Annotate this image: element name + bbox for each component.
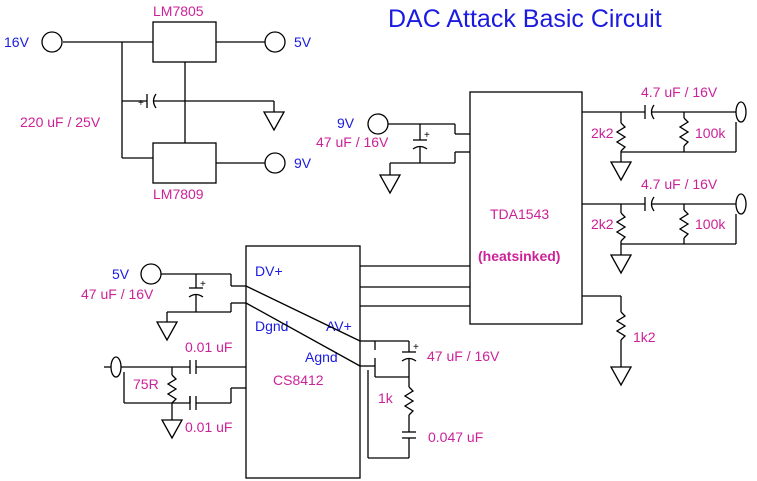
lm7809-label: LM7809	[153, 186, 204, 202]
ground-symbol	[262, 111, 286, 132]
svg-text:+: +	[413, 342, 419, 353]
out-load-2-label: 100k	[695, 216, 726, 232]
svg-text:+: +	[200, 279, 206, 290]
pin-dgnd-label: Dgnd	[255, 318, 288, 334]
svg-text:+: +	[138, 98, 144, 109]
ground-symbol	[378, 174, 402, 195]
amp-9v-terminal	[367, 113, 389, 135]
lm7805-label: LM7805	[153, 3, 204, 19]
tda1543-chip	[469, 91, 583, 325]
ground-symbol	[609, 366, 633, 387]
pin-av-label: AV+	[326, 318, 352, 334]
out-cap-2-label: 4.7 uF / 16V	[641, 176, 718, 192]
filter-cap2-label: 0.047 uF	[428, 429, 483, 445]
amp-bias-label: 1k2	[633, 329, 656, 345]
input-16v-label: 16V	[4, 34, 30, 50]
output-9v-terminal	[264, 152, 286, 174]
cs-5v-label: 5V	[112, 266, 130, 282]
ground-symbol	[609, 254, 633, 275]
lm7805-regulator	[152, 21, 217, 63]
filter-cap-label: 47 uF / 16V	[427, 348, 500, 364]
heatsink-note: (heatsinked)	[478, 248, 560, 264]
input-16v-terminal	[41, 31, 63, 53]
cs8412-label: CS8412	[273, 372, 324, 388]
filter-res-label: 1k	[378, 390, 394, 406]
lm7809-regulator	[152, 142, 217, 184]
diagram-title: DAC Attack Basic Circuit	[388, 5, 662, 33]
output-5v-label: 5V	[294, 34, 312, 50]
pin-agnd-label: Agnd	[305, 349, 338, 365]
output-5v-terminal	[264, 31, 286, 53]
pin-dv-label: DV+	[255, 263, 283, 279]
ground-symbol	[609, 161, 633, 182]
in-cap-1-label: 0.01 uF	[185, 339, 232, 355]
output-9v-label: 9V	[294, 155, 312, 171]
reg-cap-label: 220 uF / 25V	[20, 114, 101, 130]
amp-section: TDA1543 (heatsinked) 9V + 47 uF / 16V	[316, 84, 747, 387]
cs8412-section: CS8412 DV+ Dgnd AV+ Agnd 5V + 47 uF / 16…	[81, 245, 500, 479]
out-shunt-2-label: 2k2	[591, 216, 614, 232]
cs-5v-terminal	[140, 263, 162, 285]
output-jack-2	[735, 193, 747, 215]
ground-symbol	[160, 419, 184, 440]
tda1543-label: TDA1543	[490, 206, 549, 222]
out-load-1-label: 100k	[695, 125, 726, 141]
amp-9v-label: 9V	[337, 115, 355, 131]
out-cap-1-label: 4.7 uF / 16V	[641, 84, 718, 100]
in-cap-2-label: 0.01 uF	[185, 419, 232, 435]
cs8412-chip	[245, 245, 361, 479]
power-supply: + LM7805 LM7809 16V 5V 9V 220 uF / 25V	[4, 3, 312, 202]
output-jack-1	[735, 101, 747, 123]
svg-text:+: +	[424, 130, 430, 141]
in-term-label: 75R	[133, 376, 159, 392]
cs-cap-label: 47 uF / 16V	[81, 286, 154, 302]
ground-symbol	[155, 321, 179, 342]
out-shunt-1-label: 2k2	[591, 125, 614, 141]
amp-cap-label: 47 uF / 16V	[316, 134, 389, 150]
spdif-input-jack	[110, 356, 122, 378]
